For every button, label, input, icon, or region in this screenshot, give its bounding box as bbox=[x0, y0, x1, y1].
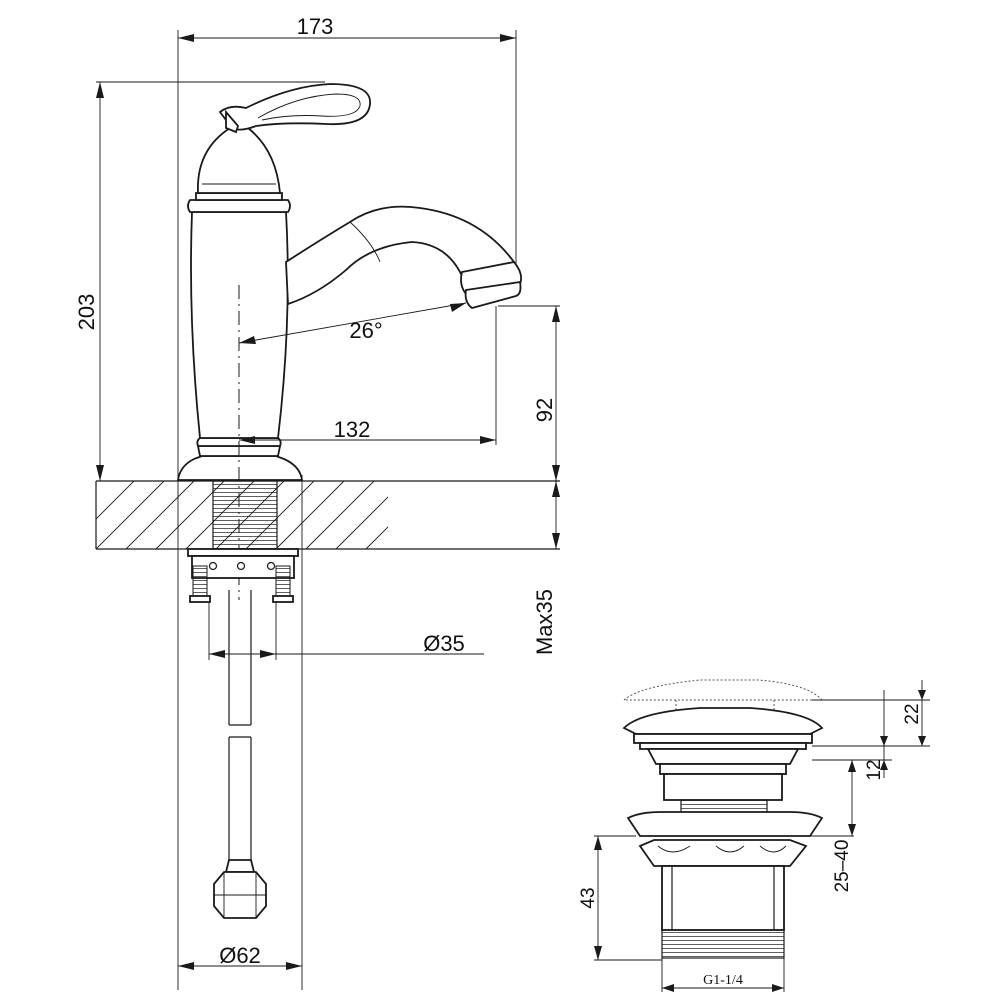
dim-flange-height: 12 bbox=[864, 690, 888, 781]
dim-shank-diameter: Ø35 bbox=[208, 602, 484, 660]
dim-spout-height: 92 bbox=[532, 306, 560, 481]
dim-label-203: 203 bbox=[74, 294, 99, 331]
dim-body-height: 43 bbox=[578, 836, 602, 960]
drain-cap bbox=[622, 707, 824, 735]
drain-thread bbox=[661, 929, 785, 959]
drain-basin-flange bbox=[626, 811, 824, 837]
drain-nut bbox=[638, 839, 808, 867]
dim-label-d35: Ø35 bbox=[423, 631, 465, 656]
dim-base-diameter: Ø62 bbox=[178, 943, 302, 970]
dim-label-43: 43 bbox=[578, 887, 599, 908]
dim-label-g114: G1-1/4 bbox=[703, 973, 743, 988]
dim-thread-size: G1-1/4 bbox=[662, 973, 784, 992]
lever-handle bbox=[218, 83, 371, 131]
dim-overall-height: 203 bbox=[74, 82, 104, 481]
dim-cap-height: 22 bbox=[902, 680, 926, 746]
dim-label-173: 173 bbox=[297, 14, 334, 39]
dim-label-d62: Ø62 bbox=[219, 943, 261, 968]
drain-drawing: 22 12 25–40 43 G1-1/4 bbox=[578, 679, 930, 992]
dim-label-92: 92 bbox=[532, 398, 557, 422]
dim-label-max35: Max35 bbox=[532, 589, 557, 655]
dim-basin-thickness: 25–40 bbox=[832, 760, 856, 892]
dim-spout-reach: 132 bbox=[239, 417, 496, 444]
drain-body bbox=[661, 865, 785, 931]
drain-cap-open-outline bbox=[622, 679, 824, 701]
dim-label-25-40: 25–40 bbox=[832, 840, 853, 893]
dim-overall-width: 173 bbox=[178, 14, 516, 42]
dim-label-12: 12 bbox=[864, 759, 885, 780]
faucet-drawing: 173 203 26° 132 92 bbox=[74, 14, 560, 990]
countertop-section bbox=[95, 480, 560, 550]
threaded-shank bbox=[187, 480, 299, 603]
faucet-base bbox=[176, 455, 304, 481]
supply-hose bbox=[213, 590, 267, 919]
faucet-cap bbox=[197, 127, 281, 194]
dim-label-132: 132 bbox=[334, 417, 371, 442]
dim-label-angle: 26° bbox=[349, 318, 382, 343]
dim-label-22: 22 bbox=[902, 703, 923, 724]
dim-spout-angle: 26° bbox=[238, 302, 467, 344]
dim-counter-thickness: Max35 bbox=[532, 481, 560, 655]
